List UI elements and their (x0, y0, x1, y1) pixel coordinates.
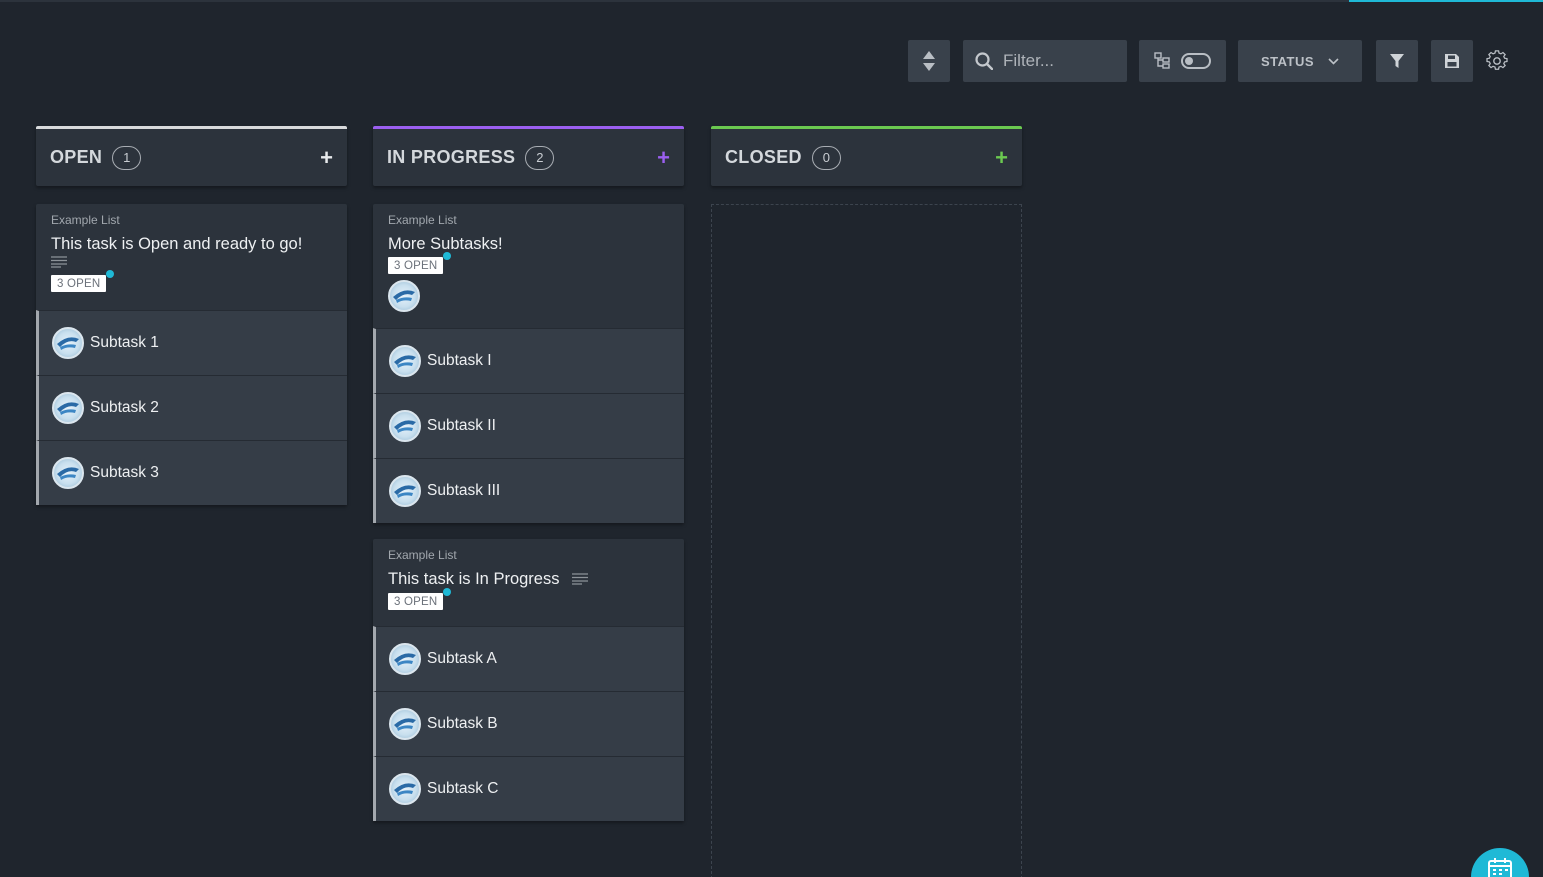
card-title[interactable]: More Subtasks! (388, 235, 503, 253)
assignee-avatar[interactable] (388, 280, 420, 312)
subtasks-badge[interactable]: 3 OPEN (51, 270, 114, 292)
subtask-row[interactable]: Subtask A (373, 626, 684, 691)
column-header-closed: CLOSED 0 + (711, 126, 1022, 186)
column-in-progress: IN PROGRESS 2 + Example List More Subtas… (373, 126, 684, 821)
add-task-button[interactable]: + (995, 144, 1008, 170)
subtasks-badge[interactable]: 3 OPEN (388, 587, 451, 610)
empty-column-dropzone[interactable] (711, 204, 1022, 877)
avatar (389, 475, 421, 507)
subtasks-toggle-switch[interactable] (1180, 53, 1211, 69)
status-dropdown-label: STATUS (1260, 53, 1315, 69)
column-title: OPEN (50, 147, 103, 167)
column-title: CLOSED (725, 147, 802, 167)
card-title[interactable]: This task is Open and ready to go! (51, 235, 303, 253)
subtask-row[interactable]: Subtask 2 (36, 375, 347, 440)
subtask-name: Subtask II (427, 417, 496, 434)
column-open: OPEN 1 + Example List This task is Open … (36, 126, 347, 505)
avatar (389, 643, 421, 675)
subtasks-toggle-button[interactable] (1139, 40, 1226, 82)
avatar (389, 773, 421, 805)
subtasks-open-count: 3 OPEN (388, 257, 444, 274)
filter-field[interactable] (963, 40, 1127, 82)
card-list-name: Example List (388, 548, 457, 562)
subtask-row[interactable]: Subtask II (373, 393, 684, 458)
subtask-name: Subtask A (427, 650, 497, 667)
task-card[interactable]: Example List This task is Open and ready… (36, 204, 347, 505)
avatar (52, 392, 84, 424)
avatar (389, 345, 421, 377)
subtask-row[interactable]: Subtask 1 (36, 310, 347, 375)
card-list-name: Example List (51, 213, 120, 227)
subtask-row[interactable]: Subtask 3 (36, 440, 347, 505)
calendar-fab-button[interactable] (1471, 848, 1529, 877)
subtask-name: Subtask C (427, 780, 499, 797)
subtasks-open-count: 3 OPEN (388, 592, 444, 610)
add-task-button[interactable]: + (657, 144, 670, 170)
subtasks-indicator-dot (106, 270, 114, 278)
save-icon (1445, 54, 1459, 68)
column-header-in-progress: IN PROGRESS 2 + (373, 126, 684, 186)
calendar-icon (1488, 858, 1512, 877)
filter-button[interactable] (1376, 40, 1418, 82)
subtask-name: Subtask 3 (90, 464, 159, 481)
card-title-row: This task is In Progress (388, 569, 670, 590)
description-icon (572, 570, 589, 590)
filter-input[interactable] (1003, 51, 1113, 71)
card-list-name: Example List (388, 213, 457, 227)
sort-icon (923, 51, 935, 71)
sort-button[interactable] (908, 40, 950, 82)
subtasks-open-count: 3 OPEN (51, 275, 107, 292)
subtask-row[interactable]: Subtask III (373, 458, 684, 523)
subtask-name: Subtask 1 (90, 334, 159, 351)
description-icon (51, 255, 333, 273)
top-progress-fill (1349, 0, 1543, 2)
avatar (389, 410, 421, 442)
top-progress-bar (0, 0, 1543, 2)
add-task-button[interactable]: + (320, 144, 333, 170)
subtask-name: Subtask I (427, 352, 492, 369)
subtasks-badge[interactable]: 3 OPEN (388, 252, 451, 274)
card-title[interactable]: This task is In Progress (388, 570, 560, 588)
avatar (52, 327, 84, 359)
column-count-badge: 0 (811, 145, 841, 170)
board-settings-button[interactable] (1484, 48, 1510, 74)
subtask-name: Subtask 2 (90, 399, 159, 416)
column-header-open: OPEN 1 + (36, 126, 347, 186)
search-icon (975, 52, 993, 70)
subtasks-indicator-dot (443, 587, 451, 596)
save-view-button[interactable] (1431, 40, 1473, 82)
avatar (389, 708, 421, 740)
column-count-badge: 1 (112, 145, 142, 170)
column-title: IN PROGRESS (387, 147, 516, 167)
avatar (52, 457, 84, 489)
column-closed: CLOSED 0 + (711, 126, 1022, 877)
subtask-name: Subtask B (427, 715, 498, 732)
chevron-down-icon (1328, 57, 1339, 65)
task-card[interactable]: Example List More Subtasks! 3 OPEN Subta… (373, 204, 684, 523)
funnel-icon (1390, 53, 1404, 68)
task-card[interactable]: Example List This task is In Progress 3 … (373, 539, 684, 821)
subtask-row[interactable]: Subtask I (373, 328, 684, 393)
column-count-badge: 2 (525, 145, 555, 170)
group-by-status-dropdown[interactable]: STATUS (1238, 40, 1362, 82)
subtask-row[interactable]: Subtask B (373, 691, 684, 756)
subtask-name: Subtask III (427, 482, 501, 499)
subtask-row[interactable]: Subtask C (373, 756, 684, 821)
subtasks-indicator-dot (443, 252, 451, 260)
gear-icon (1486, 50, 1508, 70)
subtask-tree-icon (1154, 52, 1170, 69)
